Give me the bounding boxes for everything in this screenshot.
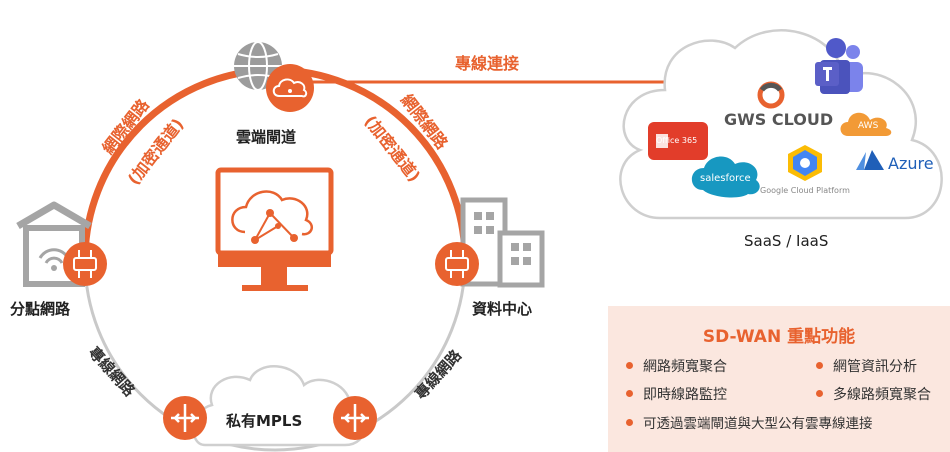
feature-item: 多線路頻寬聚合	[816, 384, 931, 404]
features-panel: SD-WAN 重點功能 網路頻寬聚合 網管資訊分析 即時線路監控 多線路頻寬聚合…	[608, 306, 950, 452]
branch-router-icon	[63, 242, 107, 286]
google-cloud-logo-icon	[788, 145, 822, 181]
salesforce-text: salesforce	[700, 173, 751, 184]
office365-text: Office 365	[656, 136, 698, 145]
saas-caption: SaaS / IaaS	[744, 232, 829, 250]
leased-left-label: 專線網路	[85, 343, 139, 400]
feature-item: 即時線路監控	[626, 384, 727, 404]
mpls-router-left-icon	[163, 396, 207, 440]
bullet-icon	[626, 418, 633, 426]
monitor-network-icon	[215, 167, 334, 291]
datacenter-router-icon	[435, 242, 479, 286]
aws-logo-icon	[840, 112, 892, 136]
gws-logo-icon	[757, 81, 785, 109]
cloud-gateway-icon	[266, 64, 314, 112]
bullet-icon	[816, 361, 823, 369]
bullet-icon	[626, 361, 633, 369]
feature-item: 網管資訊分析	[816, 356, 917, 376]
feature-text: 網路頻寬聚合	[643, 359, 727, 375]
mpls-router-right-icon	[333, 396, 377, 440]
azure-text: Azure	[888, 154, 934, 173]
mpls-label: 私有MPLS	[226, 412, 303, 430]
internet-link-left	[81, 66, 276, 263]
cloud-gateway-label: 雲端閘道	[236, 128, 297, 146]
teams-logo-icon	[815, 38, 863, 94]
office365-logo-icon	[648, 122, 708, 160]
feature-text: 可透過雲端閘道與大型公有雲專線連接	[643, 416, 873, 432]
salesforce-logo-icon	[691, 156, 760, 198]
google-cloud-text: Google Cloud Platform	[760, 186, 850, 195]
feature-item: 網路頻寬聚合	[626, 356, 727, 376]
feature-text: 多線路頻寬聚合	[833, 387, 931, 403]
datacenter-label: 資料中心	[472, 300, 533, 318]
aws-text: AWS	[858, 121, 879, 131]
feature-item: 可透過雲端閘道與大型公有雲專線連接	[626, 412, 873, 432]
branch-label: 分點網路	[10, 300, 71, 318]
dedicated-line-label: 專線連接	[455, 54, 520, 73]
feature-text: 即時線路監控	[643, 387, 727, 403]
gws-logo-text: GWS CLOUD	[724, 110, 834, 129]
bullet-icon	[816, 389, 823, 397]
bullet-icon	[626, 389, 633, 397]
feature-text: 網管資訊分析	[833, 359, 917, 375]
features-title: SD-WAN 重點功能	[702, 327, 856, 347]
azure-logo-icon	[856, 150, 884, 170]
